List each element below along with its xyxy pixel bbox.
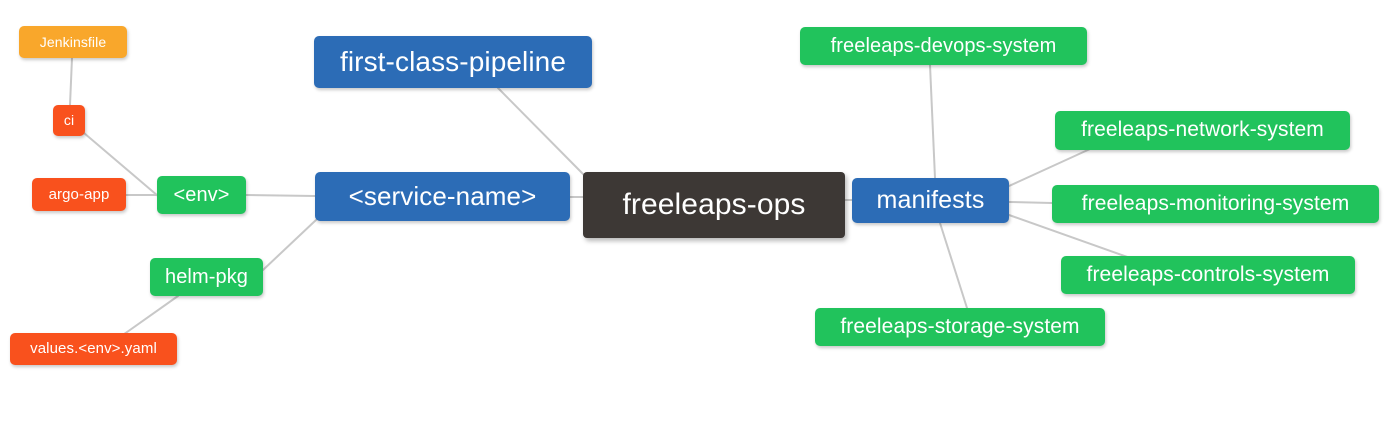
node-helm-pkg[interactable]: helm-pkg [150, 258, 263, 296]
edge-manifests-to-freeleaps-network-system [1008, 148, 1091, 187]
node-jenkinsfile[interactable]: Jenkinsfile [19, 26, 127, 58]
edge-jenkinsfile-to-ci [69, 57, 73, 106]
node-first-class-pipeline[interactable]: first-class-pipeline [314, 36, 592, 88]
edge-manifests-to-freeleaps-storage-system [939, 222, 968, 309]
node-freeleaps-storage-system[interactable]: freeleaps-storage-system [815, 308, 1105, 346]
node-freeleaps-controls-system[interactable]: freeleaps-controls-system [1061, 256, 1355, 294]
node-freeleaps-monitoring-system[interactable]: freeleaps-monitoring-system [1052, 185, 1379, 223]
edge-service-name-to-helm-pkg [262, 219, 317, 271]
edge-helm-pkg-to-values-env-yaml [119, 295, 179, 338]
node-freeleaps-devops-system[interactable]: freeleaps-devops-system [800, 27, 1087, 65]
edge-manifests-to-freeleaps-devops-system [929, 64, 936, 179]
node-values-env-yaml[interactable]: values.<env>.yaml [10, 333, 177, 365]
edge-env-to-service-name [245, 194, 316, 197]
edge-manifests-to-freeleaps-monitoring-system [1008, 201, 1053, 204]
node-argo-app[interactable]: argo-app [32, 178, 126, 211]
node-ci[interactable]: ci [53, 105, 85, 136]
node-service-name[interactable]: <service-name> [315, 172, 570, 221]
node-freeleaps-ops[interactable]: freeleaps-ops [583, 172, 845, 238]
node-freeleaps-network-system[interactable]: freeleaps-network-system [1055, 111, 1350, 150]
node-manifests[interactable]: manifests [852, 178, 1009, 223]
node-env[interactable]: <env> [157, 176, 246, 214]
edge-first-class-pipeline-to-freeleaps-ops [497, 87, 586, 177]
